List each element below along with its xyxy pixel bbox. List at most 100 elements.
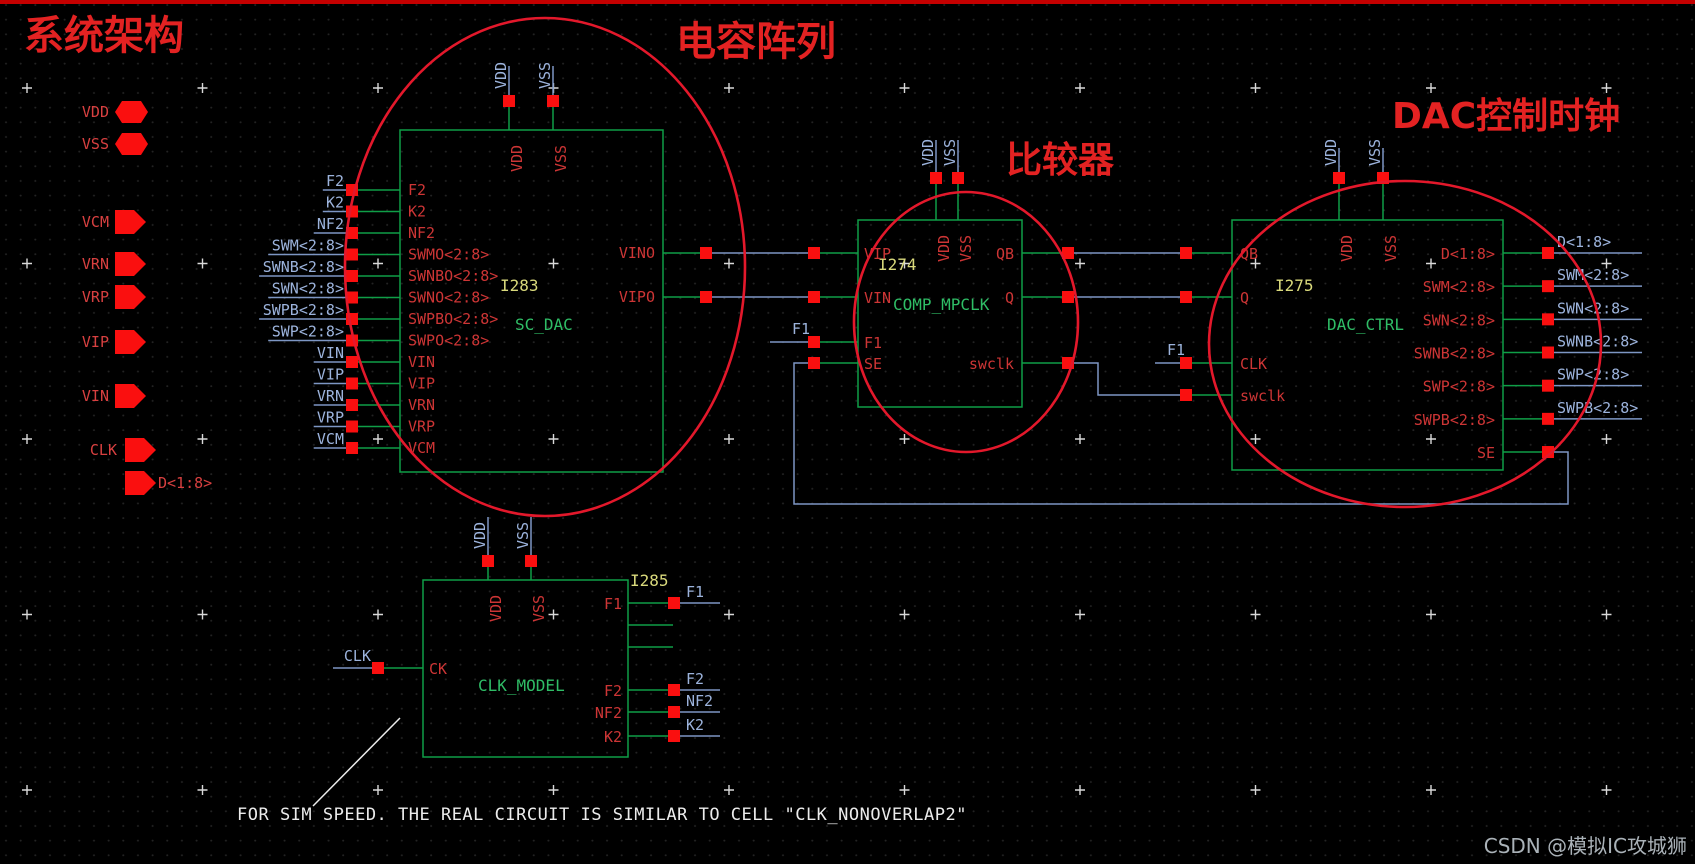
pin-label[interactable]: SWNB<2:8>: [1414, 345, 1495, 363]
pin-label[interactable]: F2: [408, 181, 426, 199]
solder-square[interactable]: [668, 706, 680, 718]
solder-square[interactable]: [952, 172, 964, 184]
net-label[interactable]: SWN<2:8>: [1557, 299, 1629, 317]
pin-label[interactable]: F2: [604, 682, 622, 700]
pin-label[interactable]: VIP: [864, 245, 891, 263]
instance-name[interactable]: I274: [878, 255, 917, 274]
solder-square[interactable]: [700, 291, 712, 303]
net-label[interactable]: SWPB<2:8>: [263, 301, 344, 319]
pin-label[interactable]: CK: [429, 660, 447, 678]
pin-label[interactable]: SWMO<2:8>: [408, 246, 489, 264]
pin-label[interactable]: VCM: [408, 439, 435, 457]
pin-label[interactable]: VDD: [1338, 235, 1356, 262]
solder-square[interactable]: [1542, 280, 1554, 293]
pin-label[interactable]: swclk: [969, 355, 1014, 373]
net-label[interactable]: SWN<2:8>: [272, 280, 344, 298]
solder-square[interactable]: [503, 95, 515, 107]
net-label[interactable]: VIP: [317, 366, 344, 384]
pin-label[interactable]: VRN: [408, 396, 435, 414]
solder-square[interactable]: [1333, 172, 1345, 184]
io-pin-label[interactable]: VIP: [82, 333, 109, 351]
net-label[interactable]: F1: [1167, 341, 1185, 359]
net-label[interactable]: SWM<2:8>: [272, 237, 344, 255]
io-pin-vin[interactable]: [115, 384, 146, 408]
pin-label[interactable]: SWN<2:8>: [1423, 311, 1495, 329]
solder-square[interactable]: [372, 662, 384, 674]
solder-square[interactable]: [808, 247, 820, 259]
net-label[interactable]: SWNB<2:8>: [1557, 333, 1638, 351]
dac-ctrl-block[interactable]: [1231, 219, 1504, 471]
io-pin-vcm[interactable]: [115, 210, 146, 234]
solder-square[interactable]: [930, 172, 942, 184]
pin-label[interactable]: SWP<2:8>: [1423, 378, 1495, 396]
io-pin-label[interactable]: VDD: [82, 103, 109, 121]
solder-square[interactable]: [1542, 412, 1554, 425]
pin-label[interactable]: SE: [864, 355, 882, 373]
solder-square[interactable]: [482, 555, 494, 567]
io-pin-label[interactable]: VRN: [82, 255, 109, 273]
net-label[interactable]: SWP<2:8>: [272, 323, 344, 341]
net-label[interactable]: D<1:8>: [1557, 233, 1611, 251]
solder-square[interactable]: [346, 442, 358, 454]
net-label[interactable]: F2: [686, 670, 704, 688]
net-label[interactable]: VSS: [941, 139, 959, 166]
cell-name[interactable]: CLK_MODEL: [478, 676, 565, 695]
io-pin-vrp[interactable]: [115, 285, 146, 309]
io-pin-label[interactable]: VRP: [82, 288, 109, 306]
solder-square[interactable]: [346, 270, 358, 282]
solder-square[interactable]: [668, 730, 680, 742]
solder-square[interactable]: [346, 291, 358, 304]
pin-label[interactable]: SWPO<2:8>: [408, 332, 489, 350]
pin-label[interactable]: SWPBO<2:8>: [408, 310, 498, 328]
solder-square[interactable]: [346, 377, 358, 390]
net-label[interactable]: VCM: [317, 430, 344, 448]
solder-square[interactable]: [1542, 313, 1554, 326]
net-label[interactable]: VDD: [492, 62, 510, 89]
pin-label[interactable]: SWNO<2:8>: [408, 289, 489, 307]
sc-dac-block[interactable]: [399, 129, 664, 473]
solder-square[interactable]: [668, 684, 680, 696]
pin-label[interactable]: F1: [864, 334, 882, 352]
pin-label[interactable]: VSS: [530, 595, 548, 622]
solder-square[interactable]: [525, 555, 537, 567]
pin-label[interactable]: K2: [408, 203, 426, 221]
solder-square[interactable]: [346, 399, 358, 411]
solder-square[interactable]: [1542, 346, 1554, 359]
instance-name[interactable]: I275: [1275, 276, 1314, 295]
pin-label[interactable]: D<1:8>: [1441, 245, 1495, 263]
pin-label[interactable]: CLK: [1240, 355, 1267, 373]
pin-label[interactable]: SWNBO<2:8>: [408, 267, 498, 285]
io-pin-d18[interactable]: [125, 471, 156, 495]
io-pin-label[interactable]: D<1:8>: [158, 474, 212, 492]
pin-label[interactable]: VDD: [487, 595, 505, 622]
pin-label[interactable]: NF2: [595, 704, 622, 722]
pin-label[interactable]: Q: [1240, 289, 1249, 307]
pin-label[interactable]: SWM<2:8>: [1423, 278, 1495, 296]
pin-label[interactable]: VIP: [408, 375, 435, 393]
solder-square[interactable]: [346, 356, 358, 368]
solder-square[interactable]: [346, 420, 358, 433]
solder-square[interactable]: [1062, 291, 1074, 303]
pin-label[interactable]: Q: [1005, 289, 1014, 307]
io-pin-label[interactable]: VCM: [82, 213, 109, 231]
io-pin-vip[interactable]: [115, 330, 146, 354]
instance-name[interactable]: I283: [500, 276, 539, 295]
pin-label[interactable]: VSS: [552, 145, 570, 172]
net-label[interactable]: VIN: [317, 344, 344, 362]
io-pin-label[interactable]: VSS: [82, 135, 109, 153]
cell-name[interactable]: DAC_CTRL: [1327, 315, 1404, 334]
net-label[interactable]: F1: [792, 320, 810, 338]
instance-name[interactable]: I285: [630, 571, 669, 590]
pin-label[interactable]: NF2: [408, 224, 435, 242]
pin-label[interactable]: VRP: [408, 418, 435, 436]
pin-label[interactable]: VIN: [864, 289, 891, 307]
pin-label[interactable]: QB: [996, 245, 1014, 263]
io-pin-label[interactable]: VIN: [82, 387, 109, 405]
solder-square[interactable]: [1542, 247, 1554, 259]
pin-label[interactable]: SE: [1477, 444, 1495, 462]
io-pin-clk[interactable]: [125, 438, 156, 462]
net-label[interactable]: K2: [686, 716, 704, 734]
net-label[interactable]: VRP: [317, 409, 344, 427]
